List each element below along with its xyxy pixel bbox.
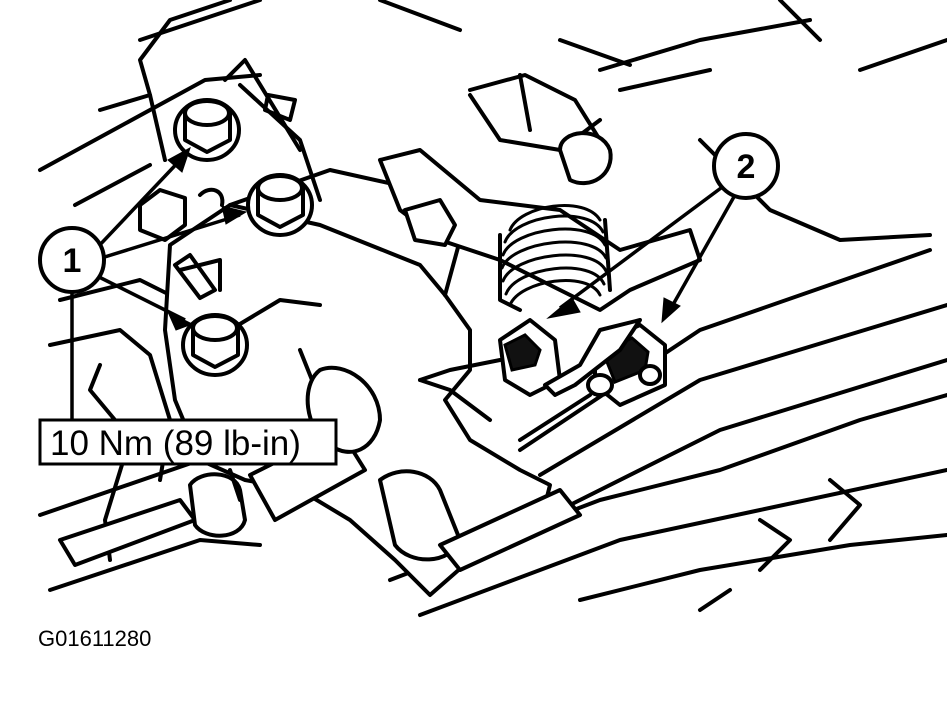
callout-2-number: 2	[737, 148, 756, 186]
bolt-upper	[173, 98, 241, 162]
callout-1-number: 1	[63, 242, 82, 280]
torque-spec-box	[38, 418, 338, 466]
callout-1: 1	[38, 146, 248, 422]
callout-1-circle	[38, 226, 106, 294]
torque-spec-text: 10 Nm (89 lb-in)	[50, 424, 301, 463]
connector-left	[418, 318, 562, 397]
callout-2: 2	[546, 132, 780, 324]
cable-bracket	[378, 73, 702, 312]
torque-spec-label: 10 Nm (89 lb-in)	[38, 418, 338, 466]
callout-2-circle	[712, 132, 780, 200]
hex-nut	[138, 187, 225, 242]
bolt-middle	[246, 173, 314, 237]
connector-clip	[543, 318, 642, 397]
figure-id: G01611280	[38, 626, 151, 651]
bolt-lower	[181, 313, 249, 377]
coil-spring	[498, 204, 612, 312]
